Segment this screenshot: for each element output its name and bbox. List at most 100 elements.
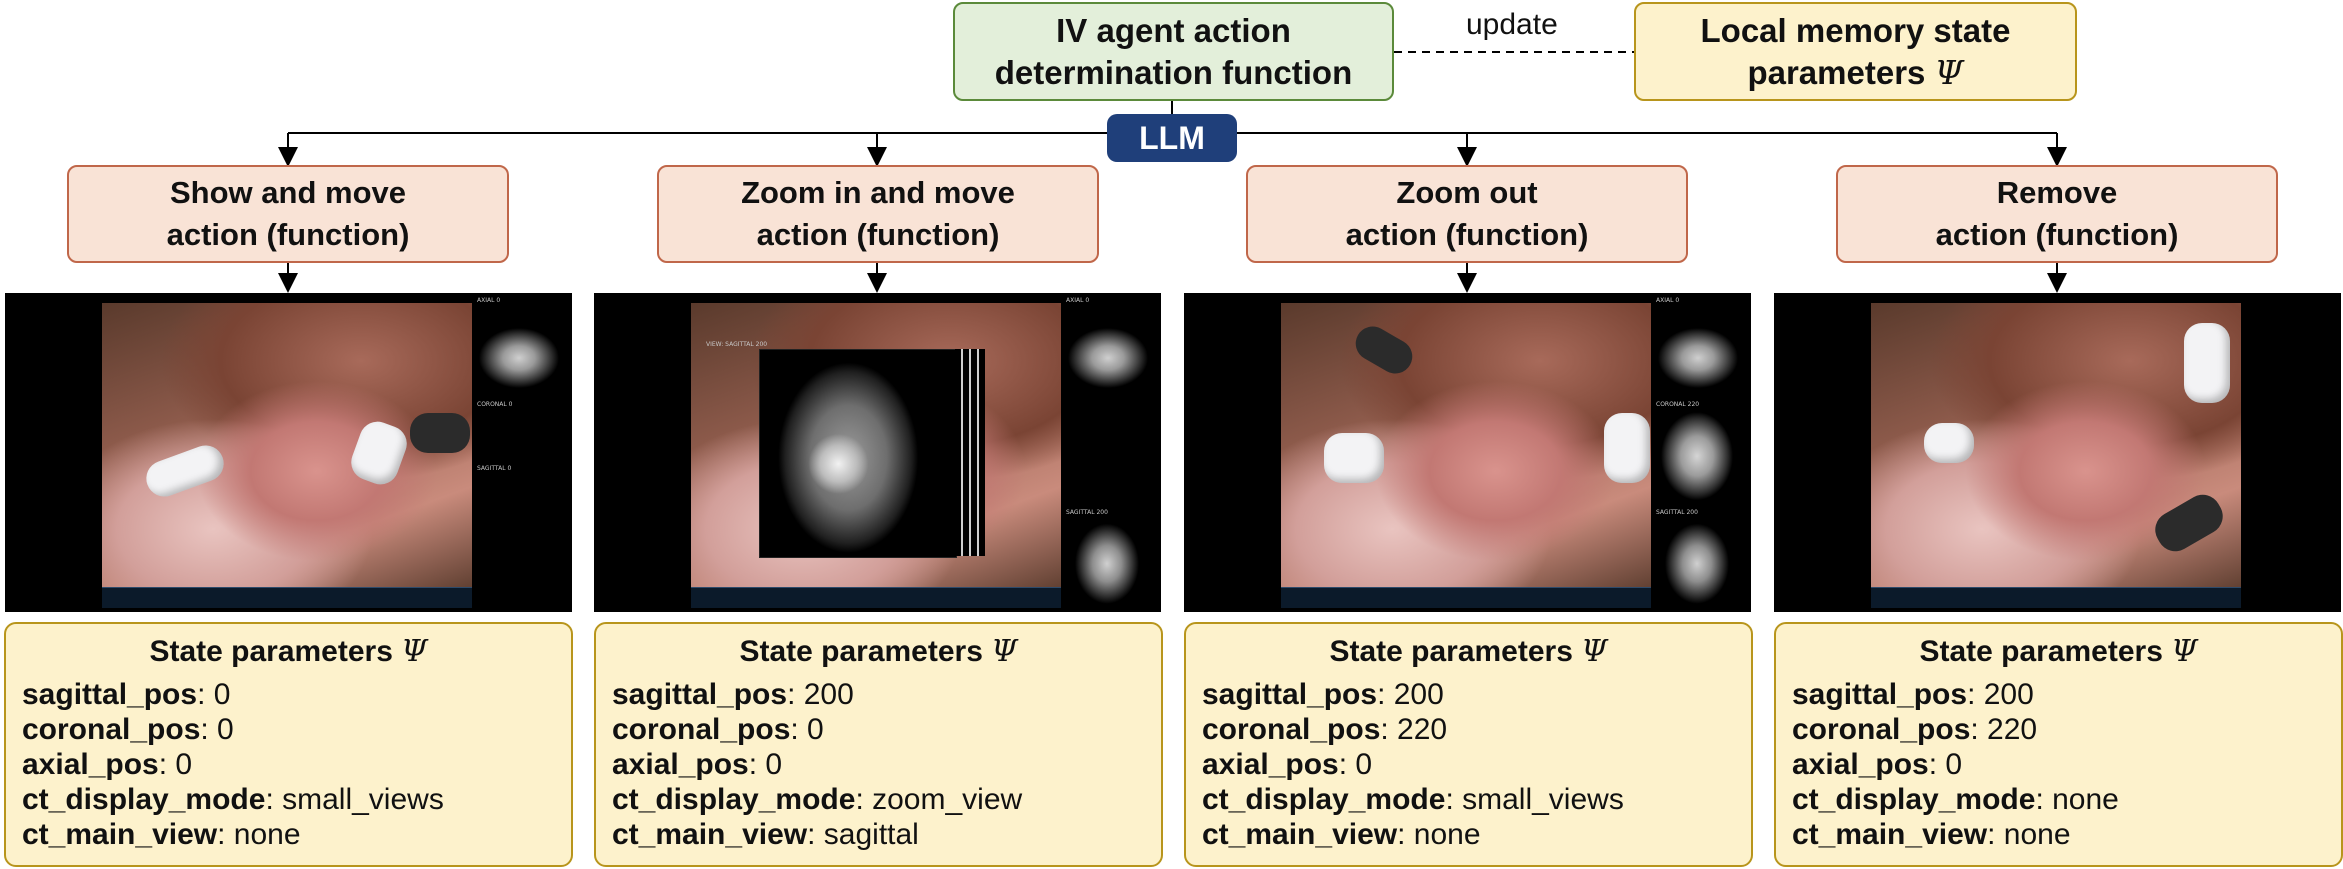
- param-value: 0: [175, 748, 193, 781]
- screenshot-zoom-in-and-move: AXIAL 0 VIEW: SAGITTAL 200 SAGITTAL 200: [594, 293, 1161, 612]
- param-ct-main-view: ct_main_view: none: [22, 818, 301, 851]
- action-line-1: Zoom out: [1396, 175, 1538, 210]
- surgical-tool: [2184, 323, 2230, 403]
- axial-view-label: AXIAL 0: [1066, 297, 1090, 304]
- state-title-text: State parameters: [149, 635, 393, 668]
- local-memory-line-1: Local memory state: [1700, 11, 2011, 49]
- screenshot-zoom-out: AXIAL 0 CORONAL 220 SAGITTAL 200: [1184, 293, 1751, 612]
- ct-axial-thumbnail: [1066, 325, 1150, 391]
- param-key: ct_display_mode: [1792, 783, 2036, 816]
- param-coronal-pos: coronal_pos: 0: [612, 713, 824, 746]
- state-title-text: State parameters: [739, 635, 983, 668]
- coronal-view-label: CORONAL 0: [477, 401, 513, 408]
- param-key: axial_pos: [22, 748, 159, 781]
- param-ct-display-mode: ct_display_mode: none: [1792, 783, 2119, 816]
- state-psi-symbol: Ψ: [1581, 634, 1608, 669]
- param-value: 0: [807, 713, 824, 746]
- param-key: axial_pos: [1202, 748, 1339, 781]
- param-value: 0: [1355, 748, 1373, 781]
- param-ct-main-view: ct_main_view: none: [1202, 818, 1481, 851]
- param-key: sagittal_pos: [1202, 678, 1378, 711]
- param-key: ct_main_view: [612, 818, 808, 851]
- ct-sagittal-thumbnail: [1064, 519, 1150, 605]
- coronal-view-label: CORONAL 220: [1656, 401, 1700, 408]
- ct-axial-thumbnail: [1656, 325, 1740, 391]
- screenshot-show-and-move: AXIAL 0 CORONAL 0 SAGITTAL 0: [5, 293, 572, 612]
- param-key: axial_pos: [1792, 748, 1929, 781]
- param-sagittal-pos: sagittal_pos: 200: [1792, 678, 2034, 711]
- surgical-tool: [1324, 433, 1384, 483]
- screen-status-bar: [1871, 587, 2241, 608]
- local-memory-box: Local memory state parameters Ψ: [1634, 2, 2077, 101]
- screenshot-remove: [1774, 293, 2341, 612]
- sagittal-view-label: SAGITTAL 200: [1656, 509, 1698, 516]
- state-title: State parameters Ψ: [1792, 634, 2325, 669]
- state-psi-symbol: Ψ: [991, 634, 1018, 669]
- param-value: none: [1413, 818, 1481, 851]
- agent-function-line-1: IV agent action: [1056, 11, 1291, 49]
- param-key: coronal_pos: [22, 713, 201, 746]
- param-ct-display-mode: ct_display_mode: small_views: [1202, 783, 1624, 816]
- sagittal-view-label: SAGITTAL 0: [477, 465, 512, 472]
- param-axial-pos: axial_pos: 0: [1202, 748, 1373, 781]
- action-box-zoom-in-and-move: Zoom in and move action (function): [657, 165, 1099, 263]
- param-key: sagittal_pos: [22, 678, 198, 711]
- param-value: sagittal: [823, 818, 919, 851]
- ct-sagittal-thumbnail: [1654, 519, 1740, 605]
- endoscopic-view: [102, 303, 472, 593]
- state-parameters-box-3: State parameters Ψ sagittal_pos: 200 cor…: [1184, 622, 1753, 867]
- state-psi-symbol: Ψ: [2171, 634, 2198, 669]
- param-ct-display-mode: ct_display_mode: small_views: [22, 783, 444, 816]
- param-value: none: [233, 818, 301, 851]
- action-line-2: action (function): [1345, 217, 1589, 252]
- local-memory-line-2: parameters Ψ: [1747, 52, 1963, 94]
- param-ct-main-view: ct_main_view: none: [1792, 818, 2071, 851]
- param-value: zoom_view: [872, 783, 1023, 816]
- ct-coronal-thumbnail: [1654, 411, 1740, 505]
- param-axial-pos: axial_pos: 0: [22, 748, 193, 781]
- param-sagittal-pos: sagittal_pos: 200: [612, 678, 854, 711]
- param-key: ct_main_view: [1202, 818, 1398, 851]
- param-value: 0: [213, 678, 231, 711]
- state-title: State parameters Ψ: [1202, 634, 1735, 669]
- param-key: sagittal_pos: [612, 678, 788, 711]
- llm-badge: LLM: [1107, 114, 1237, 162]
- param-value: 0: [1945, 748, 1963, 781]
- param-value: 200: [803, 678, 854, 711]
- param-key: ct_display_mode: [22, 783, 266, 816]
- agent-function-line-2: determination function: [994, 53, 1353, 91]
- surgical-tool: [1924, 423, 1974, 463]
- state-parameters-box-2: State parameters Ψ sagittal_pos: 200 cor…: [594, 622, 1163, 867]
- axial-view-label: AXIAL 0: [1656, 297, 1680, 304]
- param-sagittal-pos: sagittal_pos: 200: [1202, 678, 1444, 711]
- action-box-show-and-move: Show and move action (function): [67, 165, 509, 263]
- param-value: none: [2003, 818, 2071, 851]
- param-value: 200: [1393, 678, 1444, 711]
- param-coronal-pos: coronal_pos: 220: [1792, 713, 2038, 746]
- param-value: 200: [1983, 678, 2034, 711]
- axial-view-label: AXIAL 0: [477, 297, 501, 304]
- action-box-zoom-out: Zoom out action (function): [1246, 165, 1688, 263]
- state-parameters-box-4: State parameters Ψ sagittal_pos: 200 cor…: [1774, 622, 2343, 867]
- screen-status-bar: [1281, 587, 1651, 608]
- update-label: update: [1466, 8, 1558, 41]
- param-value: 220: [1987, 713, 2038, 746]
- param-key: coronal_pos: [612, 713, 791, 746]
- param-value: none: [2052, 783, 2119, 816]
- screen-status-bar: [691, 587, 1061, 608]
- param-value: 0: [217, 713, 234, 746]
- agent-function-box: IV agent action determination function: [953, 2, 1394, 101]
- action-line-2: action (function): [166, 217, 410, 252]
- param-axial-pos: axial_pos: 0: [612, 748, 783, 781]
- screen-status-bar: [102, 587, 472, 608]
- state-title-text: State parameters: [1919, 635, 2163, 668]
- surgical-tool: [410, 413, 470, 453]
- memory-psi-symbol: Ψ: [1934, 52, 1964, 92]
- state-title: State parameters Ψ: [22, 634, 555, 669]
- param-key: ct_display_mode: [612, 783, 856, 816]
- param-sagittal-pos: sagittal_pos: 0: [22, 678, 231, 711]
- zoom-view-label: VIEW: SAGITTAL 200: [706, 341, 768, 348]
- param-axial-pos: axial_pos: 0: [1792, 748, 1963, 781]
- ct-zoom-scale-bars: [955, 349, 985, 556]
- state-parameters-box-1: State parameters Ψ sagittal_pos: 0 coron…: [4, 622, 573, 867]
